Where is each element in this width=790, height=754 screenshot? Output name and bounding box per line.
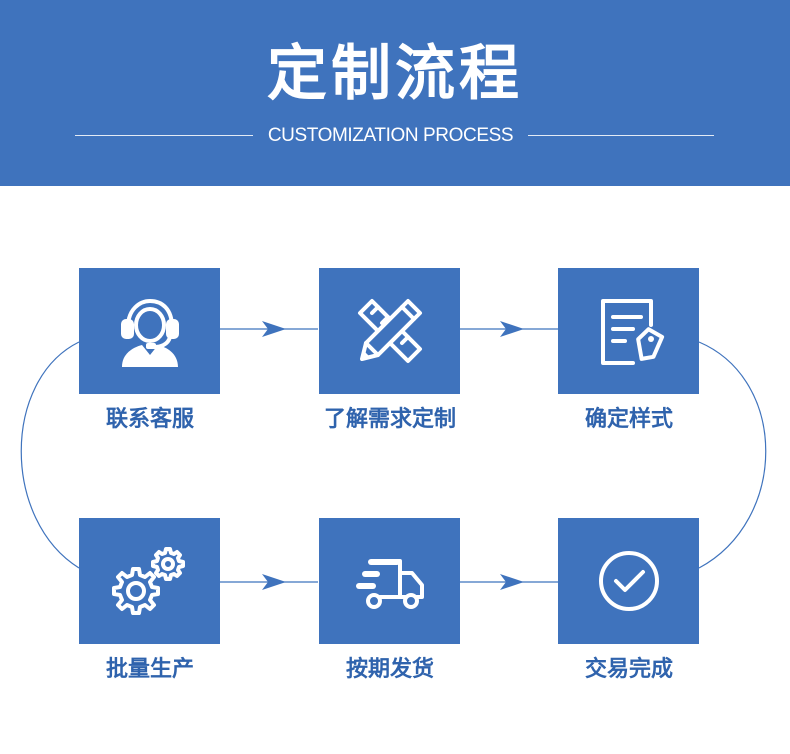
- delivery-truck-icon: [355, 559, 424, 609]
- connector-loop-left: [20, 341, 80, 569]
- step-label: 交易完成: [584, 657, 673, 682]
- subtitle-divider-left: [75, 135, 253, 136]
- page-subtitle: CUSTOMIZATION PROCESS: [267, 125, 514, 146]
- step-confirm-style: [558, 268, 699, 394]
- step-understand-requirements: [319, 268, 460, 394]
- step-mass-production: [79, 518, 220, 644]
- gears-icon: [111, 547, 185, 615]
- connector-loop-right: [698, 341, 767, 569]
- step-label: 了解需求定制: [323, 407, 456, 432]
- arrow-head-4-5: [262, 574, 286, 590]
- subtitle-divider-right: [528, 135, 714, 136]
- arrow-head-1-2: [262, 321, 286, 337]
- step-contact-service: [79, 268, 220, 394]
- arrow-head-2-3: [500, 321, 524, 337]
- customer-service-headset-icon: [120, 298, 179, 367]
- step-label: 按期发货: [345, 657, 434, 682]
- page-title: 定制流程: [267, 39, 523, 109]
- subtitle-row: CUSTOMIZATION PROCESS: [0, 124, 790, 148]
- step-transaction-complete: [558, 518, 699, 644]
- checkmark-circle-icon: [598, 551, 659, 611]
- document-edit-tag-icon: [600, 299, 664, 365]
- step-label: 批量生产: [105, 657, 194, 682]
- step-label: 确定样式: [584, 407, 673, 432]
- step-label: 联系客服: [105, 407, 194, 432]
- step-scheduled-delivery: [319, 518, 460, 644]
- arrow-head-5-6: [500, 574, 524, 590]
- pencil-ruler-icon: [357, 299, 422, 363]
- header-banner: 定制流程 CUSTOMIZATION PROCESS: [0, 0, 790, 186]
